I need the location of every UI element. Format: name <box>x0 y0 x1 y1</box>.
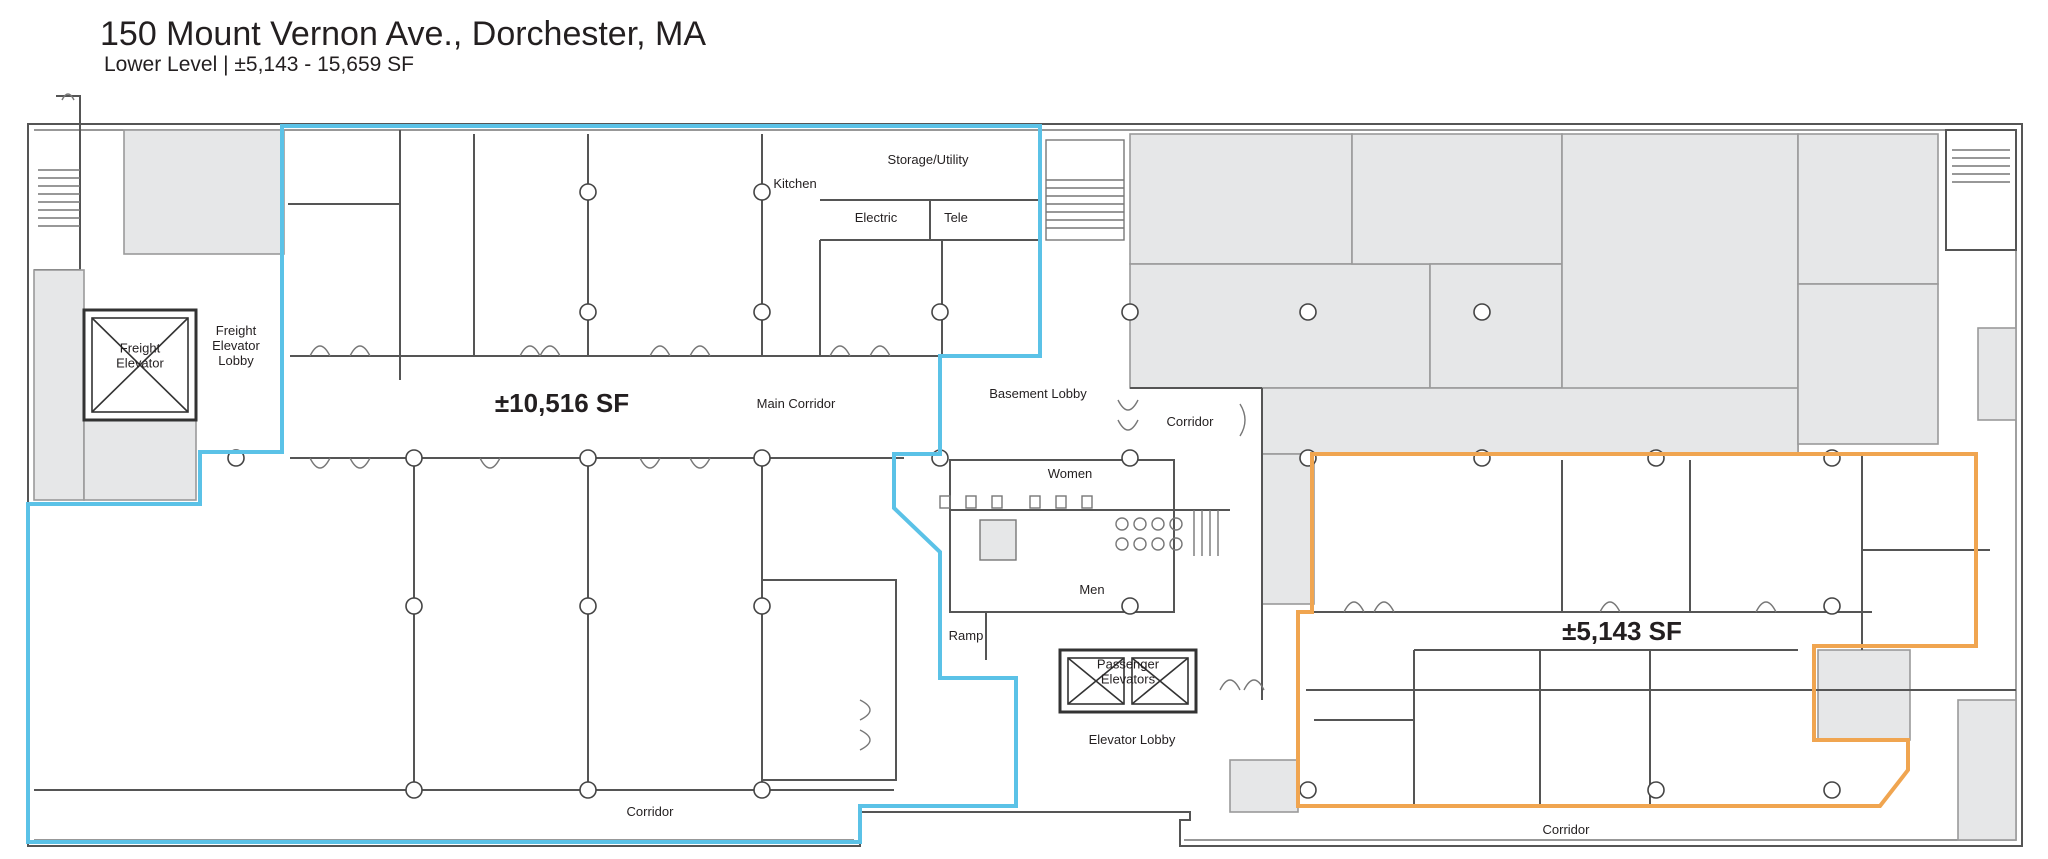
structural-columns <box>227 183 1841 799</box>
corridor-bottom-left-label: Corridor <box>627 804 675 819</box>
electric-label: Electric <box>855 210 898 225</box>
kitchen-label: Kitchen <box>773 176 816 191</box>
label-line: Lobby <box>218 353 254 368</box>
page-subtitle: Lower Level | ±5,143 - 15,659 SF <box>104 53 414 76</box>
label-line: Freight <box>120 341 161 356</box>
main-corridor-label: Main Corridor <box>757 396 836 411</box>
restroom-fixtures <box>939 495 1219 561</box>
label-line: Elevators <box>1101 672 1156 687</box>
men-label: Men <box>1079 582 1104 597</box>
building-outline <box>27 123 2023 847</box>
label-line: Passenger <box>1097 657 1160 672</box>
suite-a-outline <box>26 124 1042 844</box>
suite-b-area-label: ±5,143 SF <box>1562 616 1682 646</box>
storage-utility-label: Storage/Utility <box>888 152 969 167</box>
basement-lobby-label: Basement Lobby <box>989 386 1087 401</box>
stair-left <box>34 93 81 271</box>
corridor-center-label: Corridor <box>1167 414 1215 429</box>
non-leasable-areas <box>33 129 2017 841</box>
label-line: Freight <box>216 323 257 338</box>
ramp-label: Ramp <box>949 628 984 643</box>
suite-b-outline <box>1296 452 1978 808</box>
stair-right <box>1952 149 2010 183</box>
suite-a-area-label: ±10,516 SF <box>495 388 629 418</box>
interior-walls <box>34 129 2017 806</box>
door-swings <box>309 345 1777 751</box>
freight-elevator <box>82 308 198 422</box>
label-line: Elevator <box>116 356 164 371</box>
label-line: Elevator <box>212 338 260 353</box>
corridor-bottom-right-label: Corridor <box>1543 822 1591 837</box>
elevator-lobby-label: Elevator Lobby <box>1089 732 1176 747</box>
tele-label: Tele <box>944 210 968 225</box>
passenger-elevators <box>1058 648 1198 714</box>
page-title: 150 Mount Vernon Ave., Dorchester, MA <box>100 15 707 53</box>
stair-center <box>1045 139 1125 241</box>
women-label: Women <box>1048 466 1093 481</box>
